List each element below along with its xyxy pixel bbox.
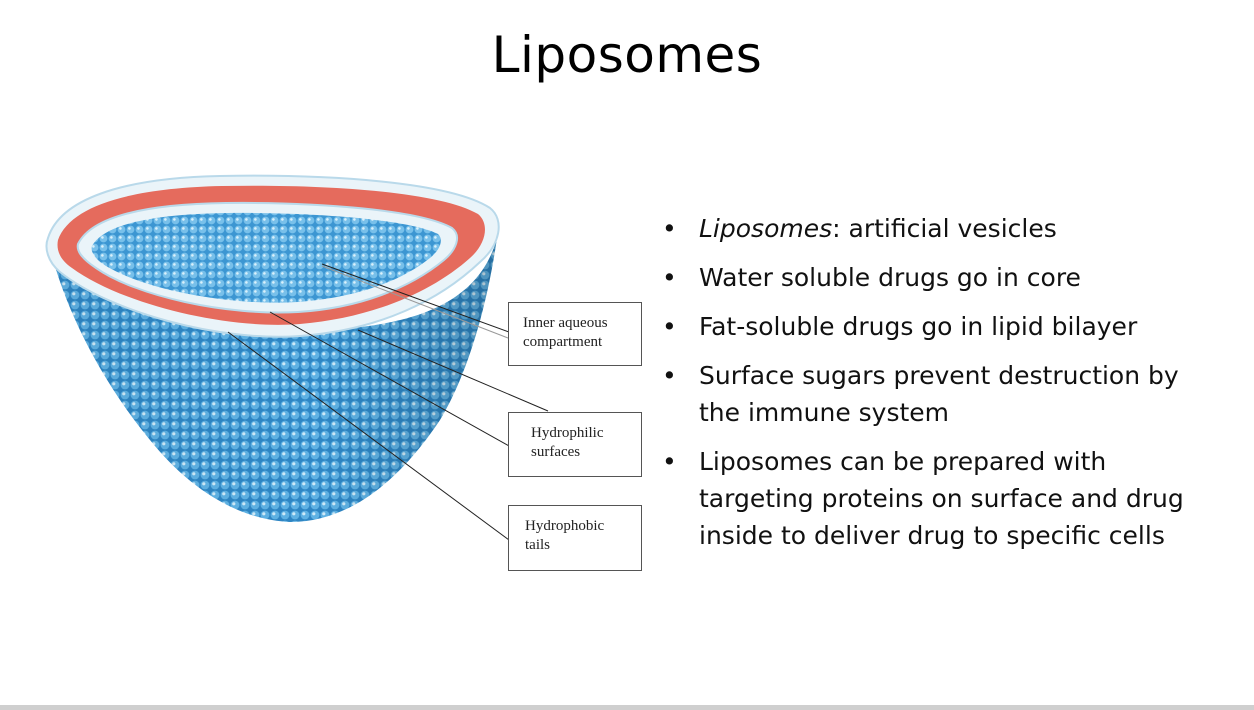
- bullet-dot: •: [662, 312, 677, 341]
- bullet-list: • Liposomes: artificial vesicles • Water s…: [662, 210, 1222, 566]
- inner-aqueous-surface: [91, 212, 441, 303]
- bullet-text: Liposomes can be prepared with targeting…: [699, 447, 1184, 550]
- leader-line-hydrophobic: [227, 331, 510, 541]
- bullet-dot: •: [662, 263, 677, 292]
- bullet-term: Liposomes: [699, 214, 833, 243]
- bullet-text: Surface sugars prevent destruction by th…: [699, 361, 1179, 427]
- bullet-item: • Fat-soluble drugs go in lipid bilayer: [662, 308, 1222, 345]
- bullet-dot: •: [662, 361, 677, 390]
- bottom-divider: [0, 705, 1254, 710]
- bullet-text: : artificial vesicles: [832, 214, 1057, 243]
- bullet-text: Fat-soluble drugs go in lipid bilayer: [699, 312, 1138, 341]
- bullet-dot: •: [662, 447, 677, 476]
- bullet-dot: •: [662, 214, 677, 243]
- bullet-item: • Water soluble drugs go in core: [662, 259, 1222, 296]
- leader-line-hydrophilic: [269, 311, 510, 447]
- bullet-item: • Surface sugars prevent destruction by t…: [662, 357, 1222, 431]
- label-hydrophobic-tails: Hydrophobic tails: [508, 505, 642, 571]
- leader-line-inner-aqueous: [321, 263, 510, 333]
- bullet-item: • Liposomes can be prepared with targetin…: [662, 443, 1222, 554]
- bullet-item: • Liposomes: artificial vesicles: [662, 210, 1222, 247]
- label-inner-aqueous-compartment: Inner aqueous compartment: [508, 302, 642, 366]
- slide-title: Liposomes: [491, 26, 763, 84]
- bullet-text: Water soluble drugs go in core: [699, 263, 1081, 292]
- label-hydrophilic-surfaces: Hydrophilic surfaces: [508, 412, 642, 477]
